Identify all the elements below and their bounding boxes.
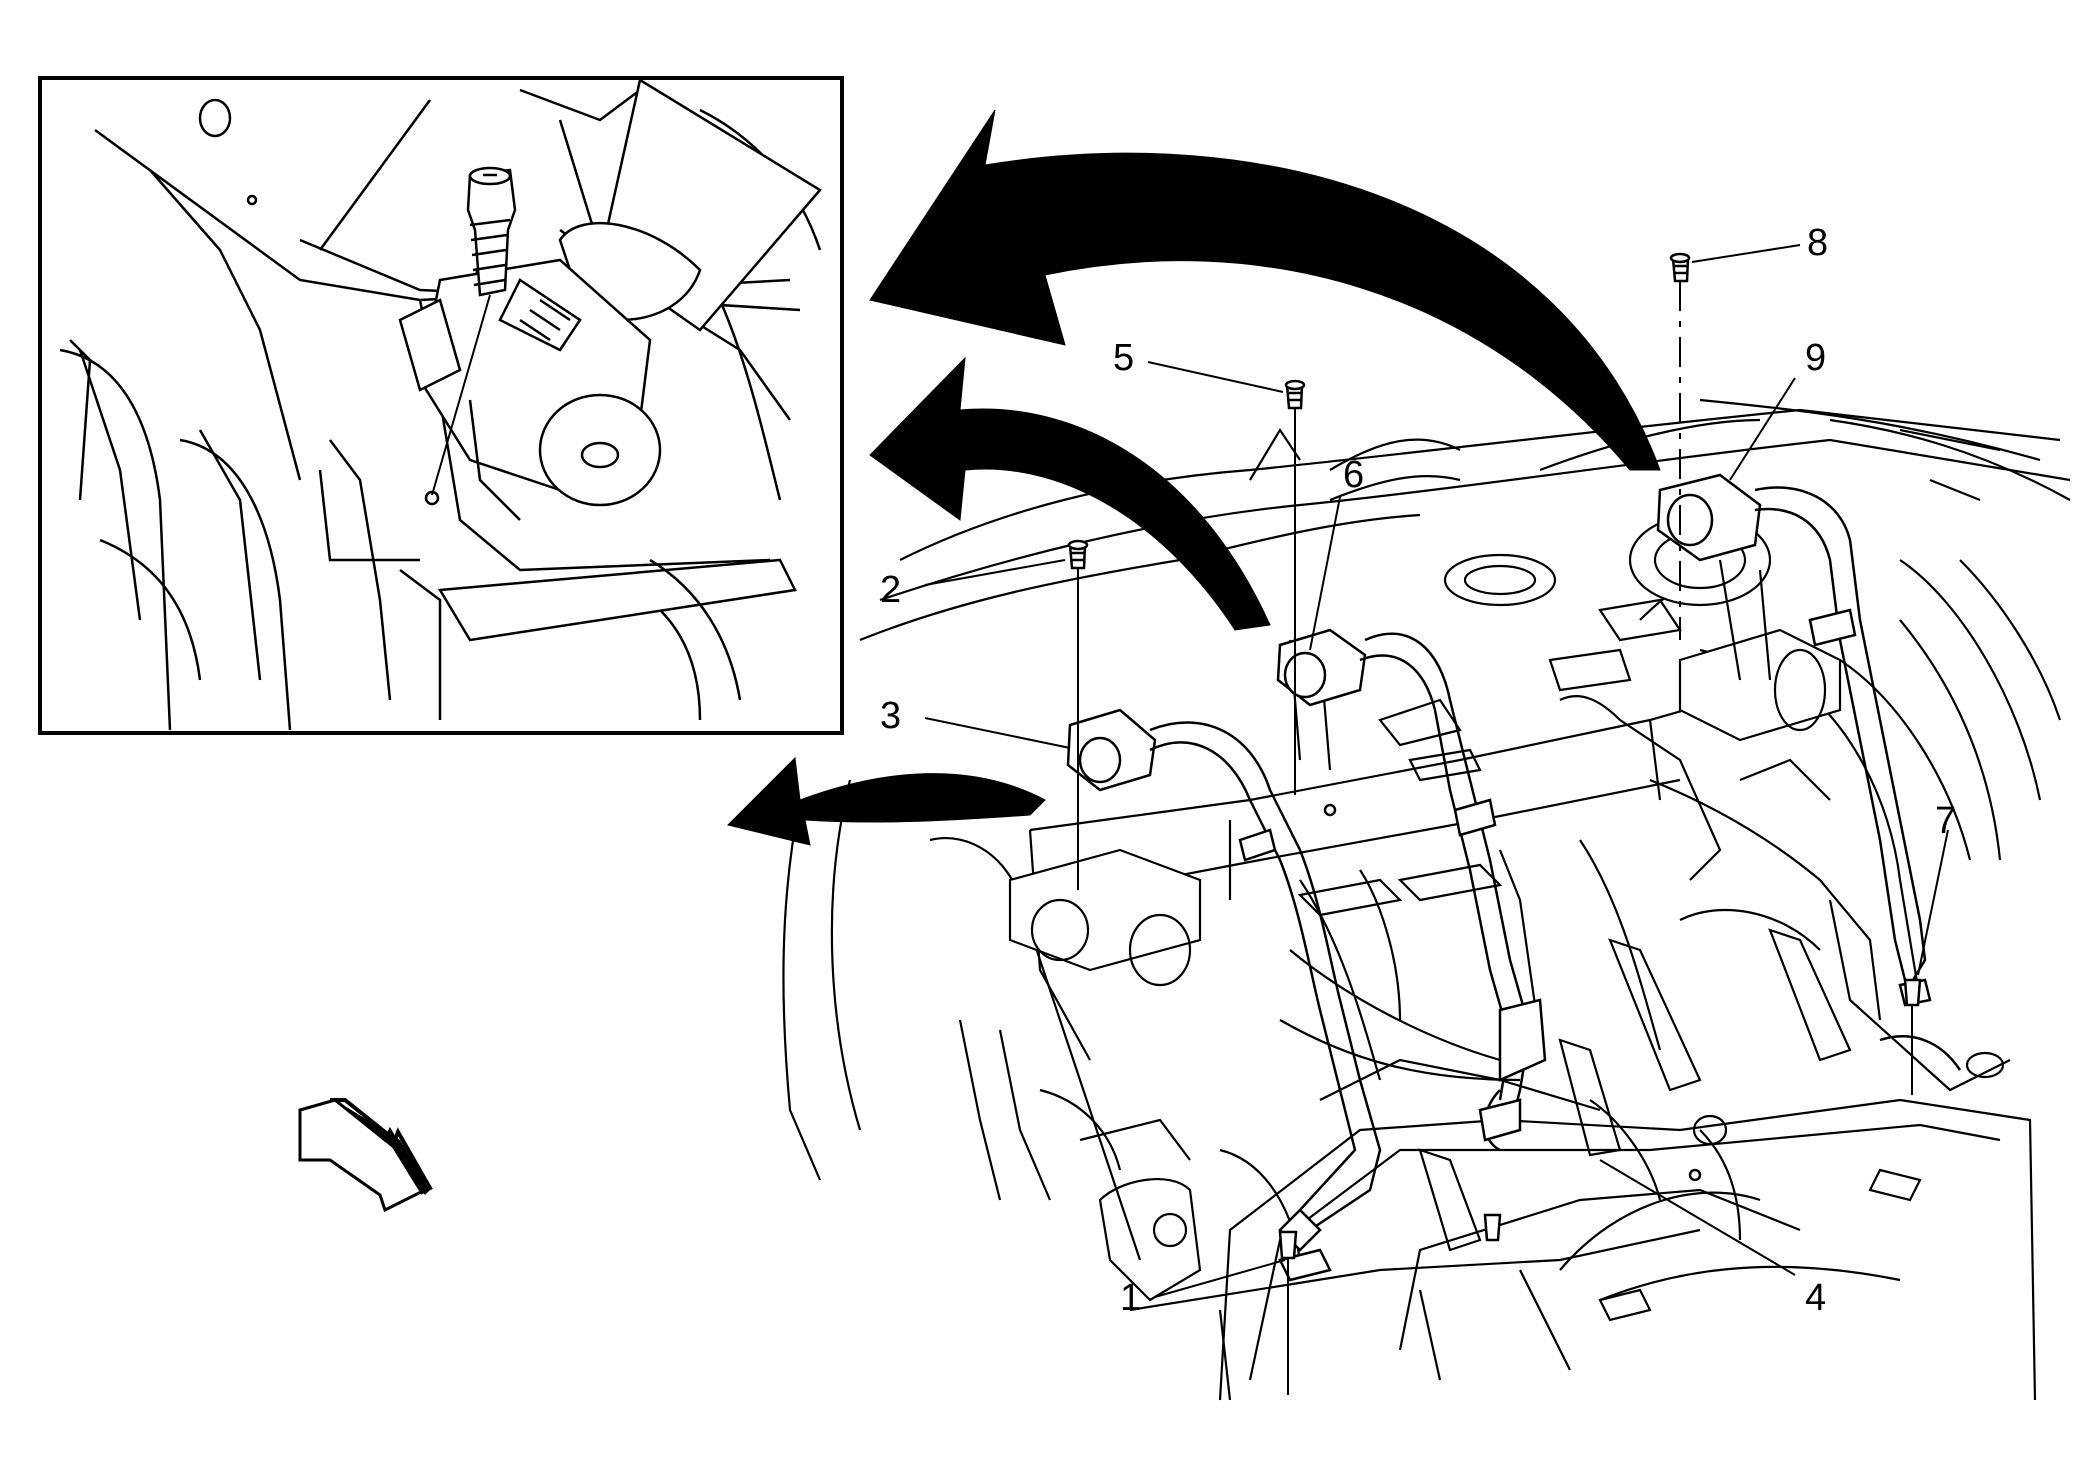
callout-labels: 1 2 3 4 5 6 7 8 9 <box>880 222 1956 1319</box>
callout-9: 9 <box>1805 337 1826 379</box>
vehicle-rear-compartment <box>782 398 2071 1401</box>
callout-8: 8 <box>1807 222 1828 264</box>
bolt-8 <box>1669 252 1691 640</box>
arrow-from-right-retractor <box>869 109 1661 471</box>
callout-3: 3 <box>880 695 901 737</box>
bolt-5 <box>1284 379 1306 795</box>
front-direction-arrow-icon <box>298 1098 433 1213</box>
callout-5: 5 <box>1113 337 1134 379</box>
callout-2: 2 <box>880 569 901 611</box>
bolt-7-lower <box>1903 978 1922 1095</box>
pointer-arrows <box>727 109 1661 846</box>
arrow-from-center-retractor <box>869 356 1271 631</box>
callout-6: 6 <box>1343 454 1364 496</box>
callout-leaders <box>924 244 1949 1298</box>
arrow-from-left-retractor <box>727 756 1046 846</box>
bolt-4-lower <box>1483 1213 1502 1242</box>
callout-4: 4 <box>1805 1277 1826 1319</box>
bolt-2 <box>1067 539 1089 890</box>
callout-7: 7 <box>1935 800 1956 842</box>
center-retractor-assembly <box>1276 628 1547 1152</box>
callout-1: 1 <box>1120 1277 1141 1319</box>
bolt-1-lower <box>1278 1230 1298 1395</box>
inset-detail <box>38 76 844 735</box>
fasteners <box>1067 252 1922 1395</box>
left-retractor-assembly <box>1066 708 1382 1282</box>
